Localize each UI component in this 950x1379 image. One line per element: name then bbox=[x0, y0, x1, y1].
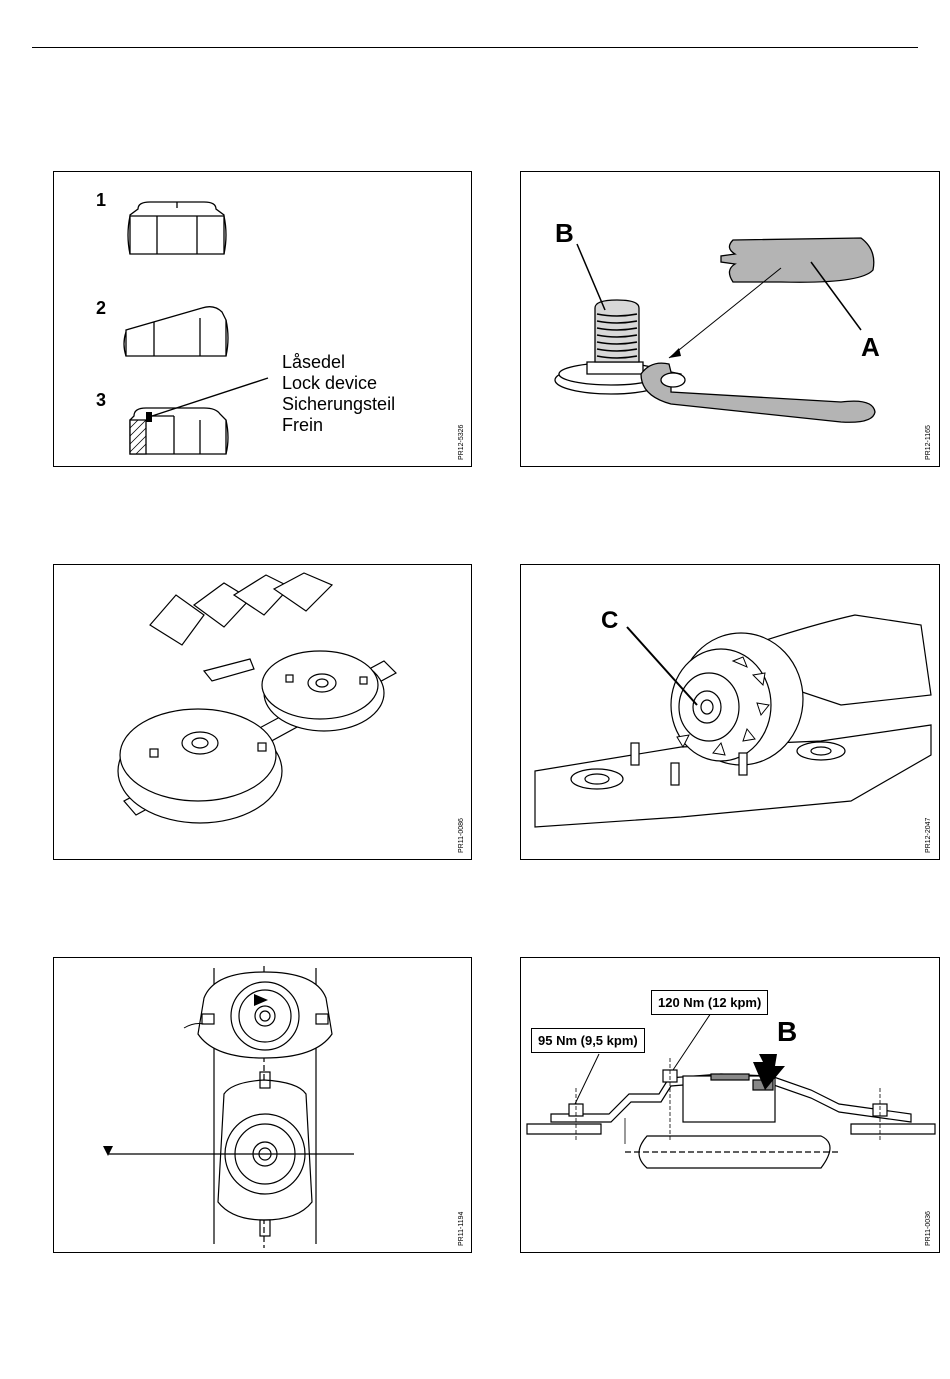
callout-c: C bbox=[601, 607, 618, 635]
disc-alignment-drawing bbox=[54, 958, 472, 1253]
nut-drawings bbox=[54, 172, 472, 467]
lock-device-label-de: Sicherungsteil bbox=[282, 394, 395, 415]
figure-code: PR12-1165 bbox=[925, 425, 932, 460]
header-rule bbox=[32, 47, 918, 48]
torque-spec-upper: 120 Nm (12 kpm) bbox=[651, 990, 768, 1015]
lock-device-label-no: Låsedel bbox=[282, 352, 345, 373]
callout-b: B bbox=[555, 218, 574, 249]
figure-bolt-wrench: B A PR12-1165 bbox=[520, 171, 940, 467]
figure-disc-alignment: PR11-1194 bbox=[53, 957, 472, 1253]
figure-code: PR12-5326 bbox=[458, 425, 465, 460]
cutting-discs-drawing bbox=[54, 565, 472, 860]
figure-nut-types: 1 2 3 Låsedel Lock device Sicherungsteil… bbox=[53, 171, 472, 467]
figure-code: PR11-1194 bbox=[458, 1212, 465, 1246]
figure-cutting-discs: PR11-0086 bbox=[53, 564, 472, 860]
figure-code: PR12-2047 bbox=[925, 818, 932, 853]
figure-gear-hub: C PR12-2047 bbox=[520, 564, 940, 860]
torque-spec-lower: 95 Nm (9,5 kpm) bbox=[531, 1028, 645, 1053]
gear-hub-drawing bbox=[521, 565, 940, 860]
lock-device-label-en: Lock device bbox=[282, 373, 377, 394]
figure-torque-section: 120 Nm (12 kpm) 95 Nm (9,5 kpm) B PR11-0… bbox=[520, 957, 940, 1253]
figure-code: PR11-0086 bbox=[458, 818, 465, 853]
lock-device-label-fr: Frein bbox=[282, 415, 323, 436]
bolt-wrench-drawing bbox=[521, 172, 940, 467]
item-number-1: 1 bbox=[96, 190, 106, 211]
item-number-2: 2 bbox=[96, 298, 106, 319]
callout-a: A bbox=[861, 332, 880, 363]
item-number-3: 3 bbox=[96, 390, 106, 411]
figure-code: PR11-0036 bbox=[925, 1211, 932, 1246]
callout-b: B bbox=[777, 1016, 797, 1048]
